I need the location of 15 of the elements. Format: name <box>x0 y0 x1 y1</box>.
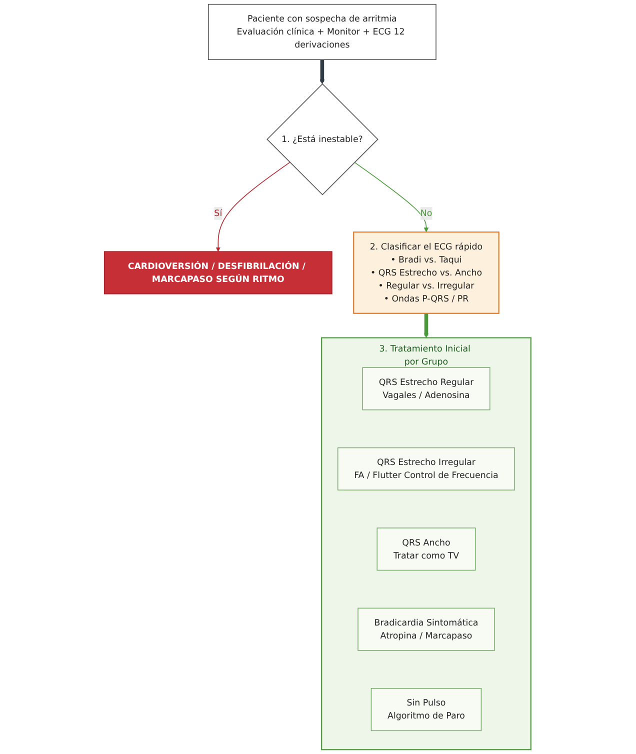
node-box: QRS Ancho Tratar como TV <box>377 528 476 571</box>
node-diamond: 1. ¿Está inestable? <box>266 83 379 196</box>
node-box: QRS Estrecho Regular Vagales / Adenosina <box>362 367 491 410</box>
node-box: 2. Clasificar el ECG rápido • Bradi vs. Taqui • QRS Estrecho vs. Ancho • Regular vs. Irregular • Ondas P-QRS / PR <box>353 232 500 314</box>
node-box: QRS Estrecho Irregular FA / Flutter Control de Frecuencia <box>338 447 516 490</box>
arrow <box>320 60 325 84</box>
node-box: Paciente con sospecha de arritmia Evaluación clínica + Monitor + ECG 12 derivaciones <box>208 4 437 60</box>
edge-label: No <box>420 208 433 218</box>
node-box: Sin Pulso Algoritmo de Paro <box>371 688 482 732</box>
arrow <box>354 162 430 232</box>
node-box: Bradicardia Sintomática Atropina / Marcapaso <box>358 608 496 651</box>
node-box: CARDIOVERSIÓN / DESFIBRILACIÓN / MARCAPASO SEGÚN RITMO <box>104 251 333 294</box>
arrow <box>216 162 291 252</box>
arrow <box>424 313 430 338</box>
edge-label: Sí <box>214 208 222 218</box>
